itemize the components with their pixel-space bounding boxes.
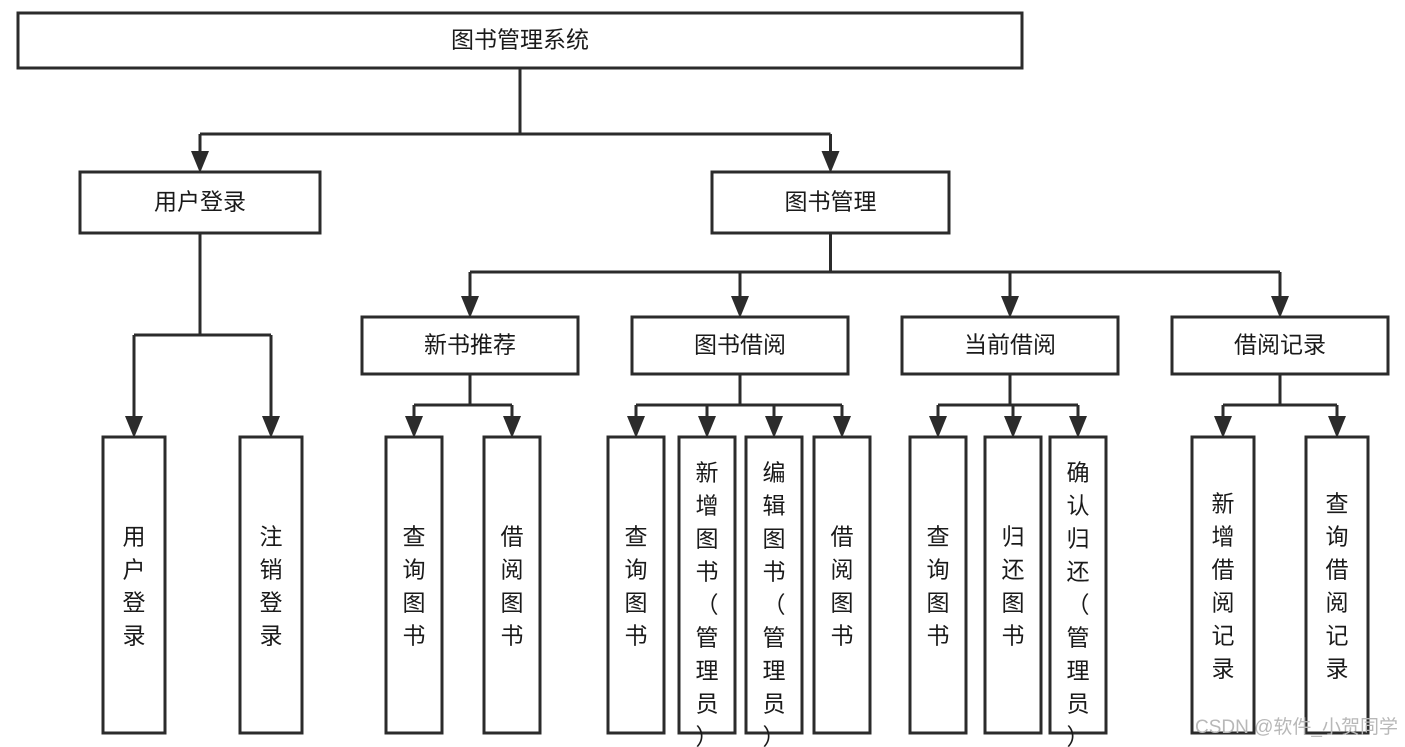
node-box[interactable]: [900, 315, 1120, 376]
node-label: 图书管理: [785, 189, 877, 215]
node-leaf-query-record[interactable]: 查询借阅记录: [1304, 435, 1370, 735]
connector-layer: [125, 68, 1346, 438]
arrow-head-icon: [503, 416, 521, 438]
node-label: 编辑图书（管理员）: [763, 460, 786, 747]
arrow-head-icon: [627, 416, 645, 438]
node-leaf-query-book-1[interactable]: 查询图书: [384, 435, 444, 735]
arrow-head-icon: [698, 416, 716, 438]
arrow-head-icon: [929, 416, 947, 438]
node-book-manage[interactable]: 图书管理: [710, 170, 951, 235]
arrow-head-icon: [125, 416, 143, 438]
node-box[interactable]: [677, 435, 737, 735]
arrow-head-icon: [262, 416, 280, 438]
node-box[interactable]: [606, 435, 666, 735]
node-borrow-record[interactable]: 借阅记录: [1170, 315, 1390, 376]
node-box[interactable]: [1304, 435, 1370, 735]
arrow-head-icon: [731, 296, 749, 318]
node-box[interactable]: [238, 435, 304, 735]
node-label: 借阅图书: [831, 524, 854, 649]
node-layer: 图书管理系统用户登录图书管理新书推荐图书借阅当前借阅借阅记录用户登录注销登录查询…: [16, 11, 1390, 747]
node-leaf-borrow-book-1[interactable]: 借阅图书: [482, 435, 542, 735]
node-box[interactable]: [16, 11, 1024, 70]
node-new-book-rec[interactable]: 新书推荐: [360, 315, 580, 376]
arrow-head-icon: [1271, 296, 1289, 318]
arrow-head-icon: [405, 416, 423, 438]
node-box[interactable]: [710, 170, 951, 235]
node-current-borrow[interactable]: 当前借阅: [900, 315, 1120, 376]
arrow-head-icon: [1004, 416, 1022, 438]
node-leaf-add-book[interactable]: 新增图书（管理员）: [677, 435, 737, 747]
arrow-head-icon: [191, 151, 209, 173]
node-leaf-return-book[interactable]: 归还图书: [983, 435, 1043, 735]
node-box[interactable]: [78, 170, 322, 235]
node-label: 查询图书: [927, 524, 950, 649]
node-leaf-borrow-book-2[interactable]: 借阅图书: [812, 435, 872, 735]
node-label: 注销登录: [260, 524, 283, 649]
node-book-borrow[interactable]: 图书借阅: [630, 315, 850, 376]
csdn-watermark: CSDN @软件_小贺同学: [1195, 716, 1398, 738]
node-leaf-query-book-3[interactable]: 查询图书: [908, 435, 968, 735]
node-box[interactable]: [101, 435, 167, 735]
node-label: 归还图书: [1002, 524, 1025, 649]
arrow-head-icon: [1001, 296, 1019, 318]
node-label: 用户登录: [123, 524, 146, 649]
node-leaf-user-login[interactable]: 用户登录: [101, 435, 167, 735]
arrow-head-icon: [1328, 416, 1346, 438]
node-box[interactable]: [1048, 435, 1108, 735]
arrow-head-icon: [461, 296, 479, 318]
node-box[interactable]: [812, 435, 872, 735]
node-root[interactable]: 图书管理系统: [16, 11, 1024, 70]
arrow-head-icon: [1214, 416, 1232, 438]
node-label: 查询图书: [625, 524, 648, 649]
node-label: 用户登录: [154, 189, 246, 215]
node-box[interactable]: [482, 435, 542, 735]
arrow-head-icon: [765, 416, 783, 438]
node-box[interactable]: [983, 435, 1043, 735]
node-leaf-query-book-2[interactable]: 查询图书: [606, 435, 666, 735]
node-label: 确认归还（管理员）: [1067, 460, 1090, 747]
node-label: 借阅图书: [501, 524, 524, 649]
node-box[interactable]: [744, 435, 804, 735]
node-box[interactable]: [630, 315, 850, 376]
node-box[interactable]: [360, 315, 580, 376]
node-label: 图书借阅: [694, 332, 786, 358]
node-label: 新增借阅记录: [1212, 491, 1235, 682]
node-label: 新书推荐: [424, 332, 516, 358]
node-label: 当前借阅: [964, 332, 1056, 358]
node-label: 新增图书（管理员）: [696, 460, 719, 747]
node-box[interactable]: [908, 435, 968, 735]
arrow-head-icon: [1069, 416, 1087, 438]
node-box[interactable]: [384, 435, 444, 735]
node-box[interactable]: [1170, 315, 1390, 376]
node-label: 图书管理系统: [451, 27, 589, 53]
node-leaf-confirm-return[interactable]: 确认归还（管理员）: [1048, 435, 1108, 747]
node-box[interactable]: [1190, 435, 1256, 735]
node-leaf-logout[interactable]: 注销登录: [238, 435, 304, 735]
node-leaf-add-record[interactable]: 新增借阅记录: [1190, 435, 1256, 735]
node-label: 查询借阅记录: [1326, 491, 1349, 682]
node-label: 查询图书: [403, 524, 426, 649]
node-user-login[interactable]: 用户登录: [78, 170, 322, 235]
node-label: 借阅记录: [1234, 332, 1326, 358]
arrow-head-icon: [833, 416, 851, 438]
node-leaf-edit-book[interactable]: 编辑图书（管理员）: [744, 435, 804, 747]
arrow-head-icon: [821, 151, 840, 173]
